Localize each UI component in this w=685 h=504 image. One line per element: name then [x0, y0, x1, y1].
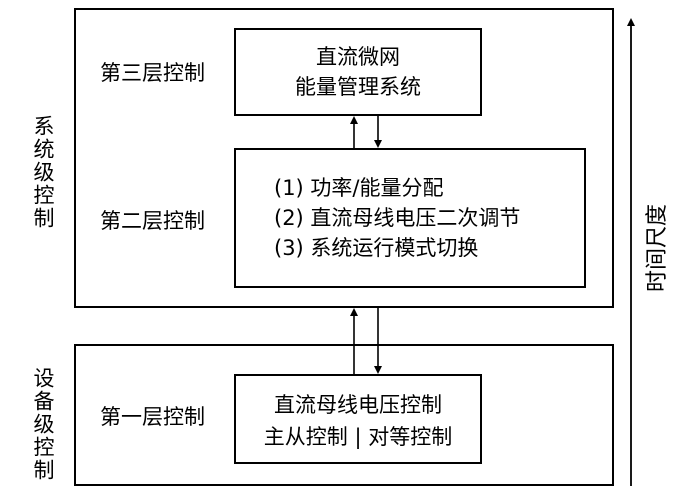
layer3-box: 直流微网 能量管理系统 — [234, 28, 482, 116]
layer3-box-line-1: 直流微网 — [316, 45, 400, 69]
device-level-label: 设备级控制 — [31, 366, 55, 482]
layer1-label: 第一层控制 — [100, 405, 205, 429]
system-level-label: 系统级控制 — [31, 114, 55, 230]
time-scale-label: 时间尺度 — [645, 203, 670, 293]
layer1-box-line-2: 主从控制 | 对等控制 — [263, 425, 453, 449]
layer3-box-line-2: 能量管理系统 — [295, 75, 421, 99]
layer2-box-line-2: (2) 直流母线电压二次调节 — [274, 206, 521, 230]
layer2-box-line-3: (3) 系统运行模式切换 — [274, 236, 479, 260]
layer3-label: 第三层控制 — [100, 61, 205, 85]
layer1-box: 直流母线电压控制 主从控制 | 对等控制 — [234, 374, 482, 464]
layer1-box-line-1: 直流母线电压控制 — [274, 393, 442, 417]
layer2-label: 第二层控制 — [100, 209, 205, 233]
layer2-box-line-1: (1) 功率/能量分配 — [274, 176, 444, 200]
layer2-box: (1) 功率/能量分配 (2) 直流母线电压二次调节 (3) 系统运行模式切换 — [234, 148, 586, 288]
